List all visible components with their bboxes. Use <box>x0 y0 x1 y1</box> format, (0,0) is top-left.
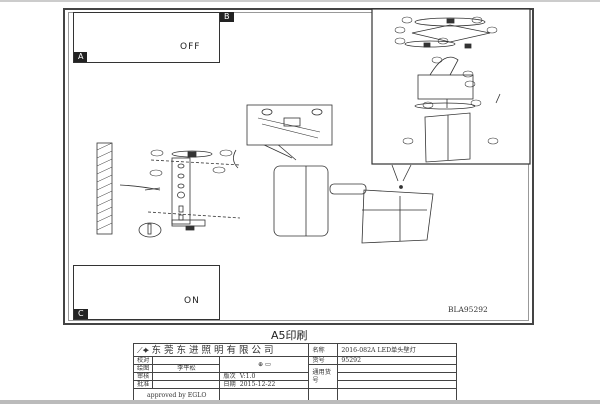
print-size-label: A5印刷 <box>271 329 308 342</box>
name-label: 名称 <box>308 343 339 357</box>
bracket-callouts <box>149 149 233 177</box>
panel-tag-a: A <box>74 52 88 62</box>
drawing-frame <box>63 8 534 325</box>
top-rule <box>0 0 600 2</box>
row-value-check <box>152 356 221 365</box>
date-value: 2015-12-22 <box>239 381 276 388</box>
on-label: ON <box>184 296 200 306</box>
projection-symbol-icon: ⊕ ▭ <box>219 356 310 373</box>
drawing-inner-border <box>68 12 529 321</box>
bottom-rule <box>0 400 600 404</box>
row-value-drawn: 李平松 <box>152 364 221 373</box>
title-block: ⟋✦ 东莞东进照明有限公司 名称 2016-082A LED单头壁灯 校对 ⊕ … <box>132 343 458 402</box>
general-value-2 <box>337 372 458 381</box>
panel-tag-c: C <box>74 309 88 319</box>
row-label-check: 校对 <box>132 356 154 365</box>
off-label: OFF <box>180 42 201 52</box>
row-label-drawn: 绘图 <box>132 364 154 373</box>
date-cell: 日期 2015-12-22 <box>219 380 310 389</box>
part-label: 货号 <box>308 356 339 365</box>
date-label: 日期 <box>223 381 236 388</box>
switch-off-panel <box>73 12 220 63</box>
general-value <box>337 364 458 373</box>
model-code: BLA95292 <box>448 305 488 314</box>
company-logo-icon: ⟋✦ <box>137 345 152 355</box>
panel-tag-b: B <box>220 12 234 22</box>
company-name-cell: ⟋✦ 东莞东进照明有限公司 <box>132 343 310 357</box>
wall-section <box>96 142 113 235</box>
version-cell: 版次 V:1.0 <box>219 372 310 381</box>
lamp-body <box>259 142 434 244</box>
switch-on-panel <box>73 265 220 320</box>
row-value-approve <box>152 380 221 389</box>
row-value-review <box>152 372 221 381</box>
exploded-view-panel <box>371 8 531 165</box>
name-value: 2016-082A LED单头壁灯 <box>337 343 458 357</box>
row-label-review: 审核 <box>132 372 154 381</box>
company-name: 东莞东进照明有限公司 <box>151 344 277 356</box>
general-value-3 <box>337 380 458 389</box>
version-label: 版次 <box>223 373 236 380</box>
version-value: V:1.0 <box>239 373 256 380</box>
exploded-callouts <box>394 16 499 145</box>
row-label-approve: 批准 <box>132 380 154 389</box>
terminal-detail <box>246 104 333 146</box>
mounting-bracket <box>119 149 241 238</box>
general-label: 通用货号 <box>308 364 339 389</box>
part-value: 95292 <box>337 356 458 365</box>
